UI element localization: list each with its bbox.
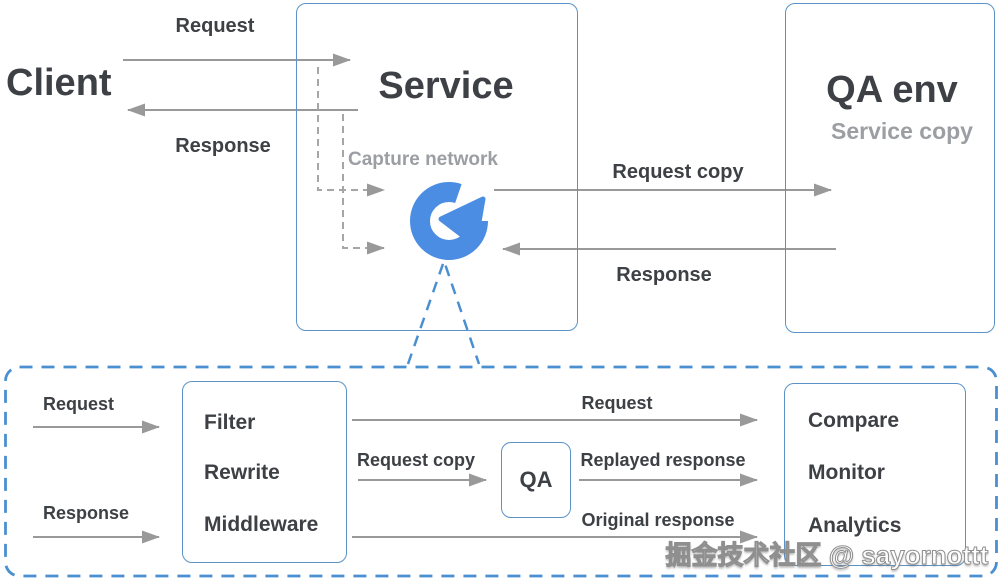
request-copy-label: Request copy — [612, 161, 744, 183]
processor-item-middleware: Middleware — [204, 513, 319, 536]
service-title: Service — [378, 65, 514, 107]
qa-env-box — [785, 3, 995, 333]
detail-request-label: Request — [43, 394, 115, 414]
replayed-response-label: Replayed response — [580, 450, 746, 470]
analysis-box — [784, 383, 966, 566]
analysis-item-compare: Compare — [808, 409, 900, 432]
zoom-callout-connector — [406, 257, 481, 365]
goreplay-logo-icon — [410, 182, 488, 260]
response-label: Response — [175, 135, 271, 157]
processor-item-filter: Filter — [204, 411, 256, 434]
processor-item-rewrite: Rewrite — [204, 461, 280, 484]
qa-box: QA — [501, 442, 571, 518]
detail-request-copy-label: Request copy — [357, 450, 476, 470]
service-box — [296, 3, 578, 331]
qa-response-label: Response — [616, 264, 712, 286]
client-label: Client — [6, 62, 112, 104]
processor-box — [182, 381, 347, 563]
detail-forward-request-label: Request — [581, 393, 653, 413]
capture-network-label: Capture network — [348, 149, 498, 170]
original-response-label: Original response — [581, 510, 735, 530]
request-label: Request — [175, 15, 255, 37]
service-copy-subtitle: Service copy — [831, 118, 973, 144]
qa-box-label: QA — [519, 467, 553, 492]
analysis-item-monitor: Monitor — [808, 461, 885, 484]
detail-response-label: Response — [43, 503, 130, 523]
capture-tap-response-line — [342, 114, 385, 255]
qa-env-title: QA env — [826, 69, 958, 111]
analysis-item-analytics: Analytics — [808, 514, 902, 537]
capture-tap-request-line — [317, 67, 385, 197]
watermark: 掘金技术社区 @ sayornottt — [665, 540, 989, 571]
